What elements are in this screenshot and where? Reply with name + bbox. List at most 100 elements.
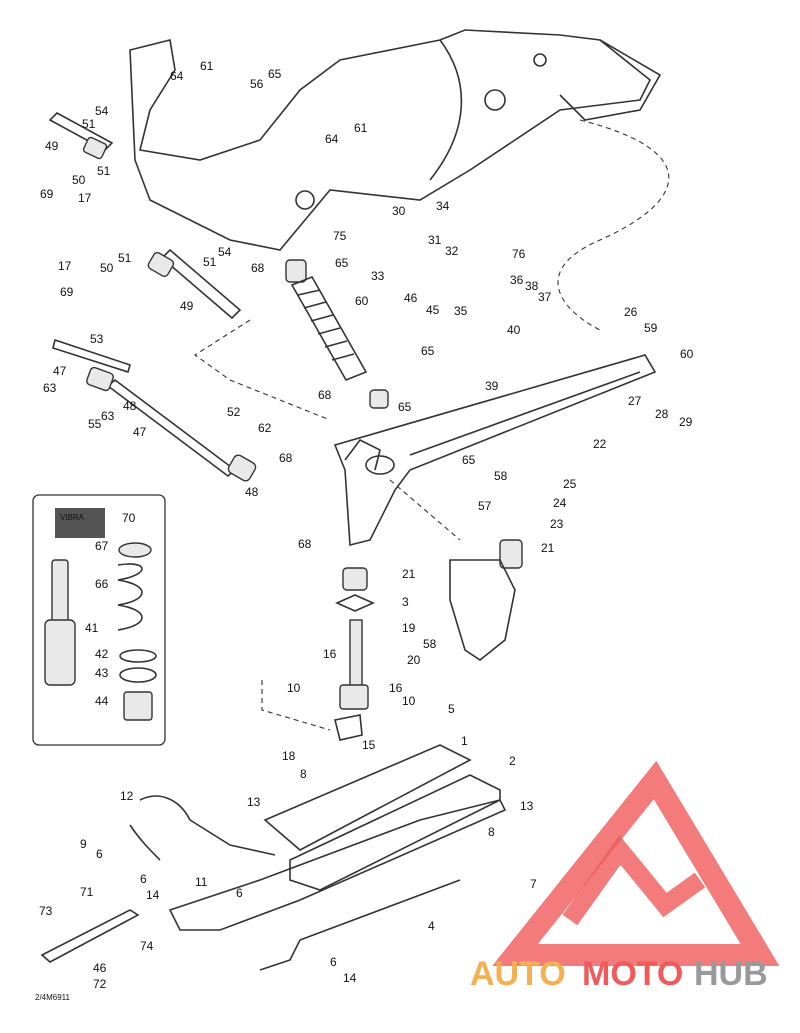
lower-arm xyxy=(52,338,257,482)
shock-inset: VIBRA xyxy=(32,494,166,746)
callout-46: 46 xyxy=(404,291,418,305)
callout-6: 6 xyxy=(236,886,243,900)
callout-57: 57 xyxy=(478,499,492,513)
callout-55: 55 xyxy=(88,417,102,431)
callout-51: 51 xyxy=(97,164,111,178)
callout-32: 32 xyxy=(445,244,459,258)
callout-23: 23 xyxy=(550,517,564,531)
runner-carbide xyxy=(40,909,140,963)
callout-8: 8 xyxy=(488,825,495,839)
callout-76: 76 xyxy=(512,247,526,261)
callout-62: 62 xyxy=(258,421,272,435)
callout-25: 25 xyxy=(563,477,577,491)
callout-10: 10 xyxy=(402,694,416,708)
callout-5: 5 xyxy=(448,702,455,716)
callout-7: 7 xyxy=(530,877,537,891)
callout-6: 6 xyxy=(140,872,147,886)
callout-29: 29 xyxy=(679,415,693,429)
callout-17: 17 xyxy=(78,191,92,205)
callout-51: 51 xyxy=(118,251,132,265)
callout-35: 35 xyxy=(454,304,468,318)
callout-3: 3 xyxy=(402,595,409,609)
ski xyxy=(129,744,507,971)
callout-13: 13 xyxy=(247,795,261,809)
callout-28: 28 xyxy=(655,407,669,421)
callout-69: 69 xyxy=(60,285,74,299)
callout-71: 71 xyxy=(80,885,94,899)
callout-58: 58 xyxy=(494,469,508,483)
callout-19: 19 xyxy=(402,621,416,635)
callout-65: 65 xyxy=(268,67,282,81)
callout-66: 66 xyxy=(95,577,109,591)
callout-54: 54 xyxy=(95,104,109,118)
callout-45: 45 xyxy=(426,303,440,317)
callout-38: 38 xyxy=(525,279,539,293)
callout-51: 51 xyxy=(82,117,96,131)
watermark-auto: AUTO xyxy=(470,955,566,993)
callout-34: 34 xyxy=(436,199,450,213)
callout-1: 1 xyxy=(461,734,468,748)
callout-75: 75 xyxy=(333,229,347,243)
callout-26: 26 xyxy=(624,305,638,319)
watermark-moto: MOTO xyxy=(582,955,683,993)
callout-21: 21 xyxy=(402,567,416,581)
trailing-arm xyxy=(333,354,657,547)
vibra-badge-text: VIBRA xyxy=(60,513,85,522)
callout-68: 68 xyxy=(279,451,293,465)
callout-21: 21 xyxy=(541,541,555,555)
callout-65: 65 xyxy=(398,400,412,414)
callout-64: 64 xyxy=(325,132,339,146)
callout-37: 37 xyxy=(538,290,552,304)
callout-9: 9 xyxy=(80,837,87,851)
spindle-column xyxy=(334,539,523,741)
callout-46: 46 xyxy=(93,961,107,975)
callout-74: 74 xyxy=(140,939,154,953)
spindle-bracket xyxy=(449,559,516,661)
callout-63: 63 xyxy=(101,409,115,423)
callout-65: 65 xyxy=(421,344,435,358)
callout-10: 10 xyxy=(287,681,301,695)
watermark-logo xyxy=(492,760,780,966)
callout-33: 33 xyxy=(371,269,385,283)
callout-40: 40 xyxy=(507,323,521,337)
dashed-leaders xyxy=(194,119,670,731)
callout-31: 31 xyxy=(428,233,442,247)
callout-50: 50 xyxy=(100,261,114,275)
callout-44: 44 xyxy=(95,694,109,708)
callout-27: 27 xyxy=(628,394,642,408)
callout-68: 68 xyxy=(298,537,312,551)
callout-18: 18 xyxy=(282,749,296,763)
callout-12: 12 xyxy=(120,789,134,803)
callout-22: 22 xyxy=(593,437,607,451)
callout-61: 61 xyxy=(354,121,368,135)
callout-15: 15 xyxy=(362,738,376,752)
callout-11: 11 xyxy=(195,875,208,889)
callout-68: 68 xyxy=(318,388,332,402)
callout-67: 67 xyxy=(95,539,109,553)
callout-42: 42 xyxy=(95,647,109,661)
callout-50: 50 xyxy=(72,173,86,187)
watermark-triangle xyxy=(492,760,780,966)
callout-8: 8 xyxy=(300,767,307,781)
drawing-code: 2/4M6911 xyxy=(35,993,71,1002)
callout-49: 49 xyxy=(180,299,194,313)
callout-43: 43 xyxy=(95,666,109,680)
watermark-hub: HUB xyxy=(694,955,768,993)
callout-17: 17 xyxy=(58,259,72,273)
callout-16: 16 xyxy=(323,647,337,661)
callout-60: 60 xyxy=(355,294,369,308)
callout-73: 73 xyxy=(39,904,53,918)
callout-6: 6 xyxy=(96,847,103,861)
callout-36: 36 xyxy=(510,273,524,287)
callout-56: 56 xyxy=(250,77,264,91)
callout-60: 60 xyxy=(680,347,694,361)
callout-58: 58 xyxy=(423,637,437,651)
callout-48: 48 xyxy=(245,485,259,499)
callout-39: 39 xyxy=(485,379,499,393)
vibra-badge-plate xyxy=(55,508,105,538)
callout-13: 13 xyxy=(520,799,534,813)
callout-59: 59 xyxy=(644,321,658,335)
callout-20: 20 xyxy=(407,653,421,667)
